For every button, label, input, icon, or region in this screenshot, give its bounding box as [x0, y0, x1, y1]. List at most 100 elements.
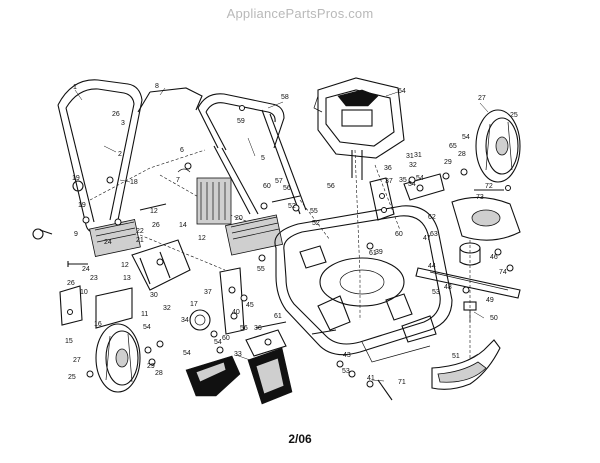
callout-label: 60 — [263, 183, 271, 190]
callout-label: 27 — [478, 95, 486, 102]
callout-label: 52 — [312, 220, 320, 227]
callout-label: 29 — [444, 159, 452, 166]
callout-label: 12 — [198, 235, 206, 242]
mower-deck[interactable] — [274, 205, 453, 363]
callout-label: 2 — [118, 151, 122, 158]
callout-label: 38 — [194, 385, 202, 392]
callout-label: 28 — [458, 151, 466, 158]
callout-label: 55 — [310, 208, 318, 215]
callout-label: 64 — [398, 88, 406, 95]
callout-label: 19 — [78, 202, 86, 209]
callout-label: 27 — [73, 357, 81, 364]
callout-label: 45 — [246, 302, 254, 309]
callout-label: 62 — [428, 214, 436, 221]
callout-label: 46 — [490, 254, 498, 261]
callout-label: 61 — [369, 250, 377, 257]
callout-label: 5 — [261, 155, 265, 162]
callout-label: 56 — [327, 183, 335, 190]
callout-label: 11 — [141, 311, 148, 318]
callout-label: 41 — [367, 375, 375, 382]
callout-label: 10 — [80, 289, 88, 296]
callout-label: 59 — [237, 118, 245, 125]
callout-label: 15 — [65, 338, 73, 345]
callout-label: 22 — [136, 228, 144, 235]
height-adjuster-bracket[interactable] — [131, 239, 191, 291]
leader-lines — [74, 87, 489, 387]
callout-label: 7 — [176, 177, 180, 184]
diagram-date-code: 2/06 — [288, 432, 312, 446]
callout-label: 18 — [130, 179, 138, 186]
callout-label: 26 — [152, 222, 160, 229]
callout-label: 13 — [123, 275, 131, 282]
callout-label: 61 — [274, 313, 282, 320]
adjuster-gear[interactable] — [189, 309, 211, 331]
rear-bracket[interactable] — [59, 285, 83, 326]
callout-label: 58 — [281, 94, 289, 101]
callout-label: 48 — [444, 284, 452, 291]
callout-label: 56 — [240, 325, 248, 332]
bag-pad[interactable] — [196, 177, 232, 225]
callout-label: 14 — [179, 222, 187, 229]
callout-label: 23 — [90, 275, 98, 282]
rear-wheel[interactable] — [95, 323, 141, 393]
callout-label: 60 — [395, 231, 403, 238]
callout-label: 8 — [155, 83, 159, 90]
callout-label: 20 — [235, 215, 243, 222]
mower-blade[interactable] — [415, 267, 521, 299]
lower-handle[interactable] — [57, 79, 143, 233]
callout-label: 32 — [163, 305, 171, 312]
hardware — [32, 105, 514, 401]
callout-label: 6 — [180, 147, 184, 154]
rear-door-bracket[interactable] — [369, 177, 395, 221]
callout-label: 54 — [183, 350, 191, 357]
callout-label: 26 — [67, 280, 75, 287]
callout-label: 25 — [68, 374, 76, 381]
front-height-bracket[interactable] — [403, 173, 445, 201]
callout-label: 54 — [416, 175, 424, 182]
callout-label: 47 — [423, 235, 431, 242]
callout-label: 54 — [462, 134, 470, 141]
side-flap[interactable] — [247, 347, 293, 405]
callout-label: 74 — [499, 269, 507, 276]
callout-label: 9 — [74, 231, 78, 238]
callout-label: 56 — [283, 185, 291, 192]
callout-label: 54 — [143, 324, 151, 331]
blade-bolt[interactable] — [463, 301, 477, 322]
bag-frame-left[interactable] — [89, 219, 141, 257]
callout-label: 3 — [121, 120, 125, 127]
callout-label: 34 — [408, 181, 416, 188]
upper-handle[interactable] — [197, 93, 307, 215]
discharge-chute[interactable] — [431, 339, 501, 390]
rear-deflector[interactable] — [185, 355, 241, 397]
callout-label: 37 — [385, 178, 393, 185]
callout-label: 25 — [510, 112, 518, 119]
callout-label: 39 — [375, 249, 383, 256]
callout-label: 35 — [399, 177, 407, 184]
control-bail[interactable] — [137, 87, 203, 113]
baffle-plate[interactable] — [451, 196, 521, 241]
bag-frame-right[interactable] — [224, 214, 284, 256]
callout-label: 57 — [275, 178, 283, 185]
discharge-door[interactable] — [245, 329, 287, 357]
callout-label: 49 — [486, 297, 494, 304]
callout-label: 43 — [343, 352, 351, 359]
callout-label: 24 — [104, 239, 112, 246]
callout-label: 55 — [257, 266, 265, 273]
engine[interactable] — [313, 77, 405, 180]
callout-label: 31 — [406, 153, 414, 160]
callout-label: 17 — [190, 301, 198, 308]
callout-label: 12 — [121, 262, 129, 269]
watermark: AppliancePartsPros.com — [226, 6, 374, 21]
blade-adapter[interactable] — [459, 242, 481, 266]
callout-label: 26 — [112, 111, 120, 118]
callout-label: 36 — [384, 165, 392, 172]
axle-plate[interactable] — [95, 287, 133, 329]
callout-label: 51 — [452, 353, 460, 360]
front-wheel[interactable] — [475, 109, 521, 183]
callout-label: 53 — [342, 368, 350, 375]
callout-label: 37 — [204, 289, 212, 296]
callout-label: 16 — [94, 321, 102, 328]
height-arm[interactable] — [219, 267, 245, 335]
callout-label: 65 — [449, 143, 457, 150]
callout-label: 34 — [181, 317, 189, 324]
